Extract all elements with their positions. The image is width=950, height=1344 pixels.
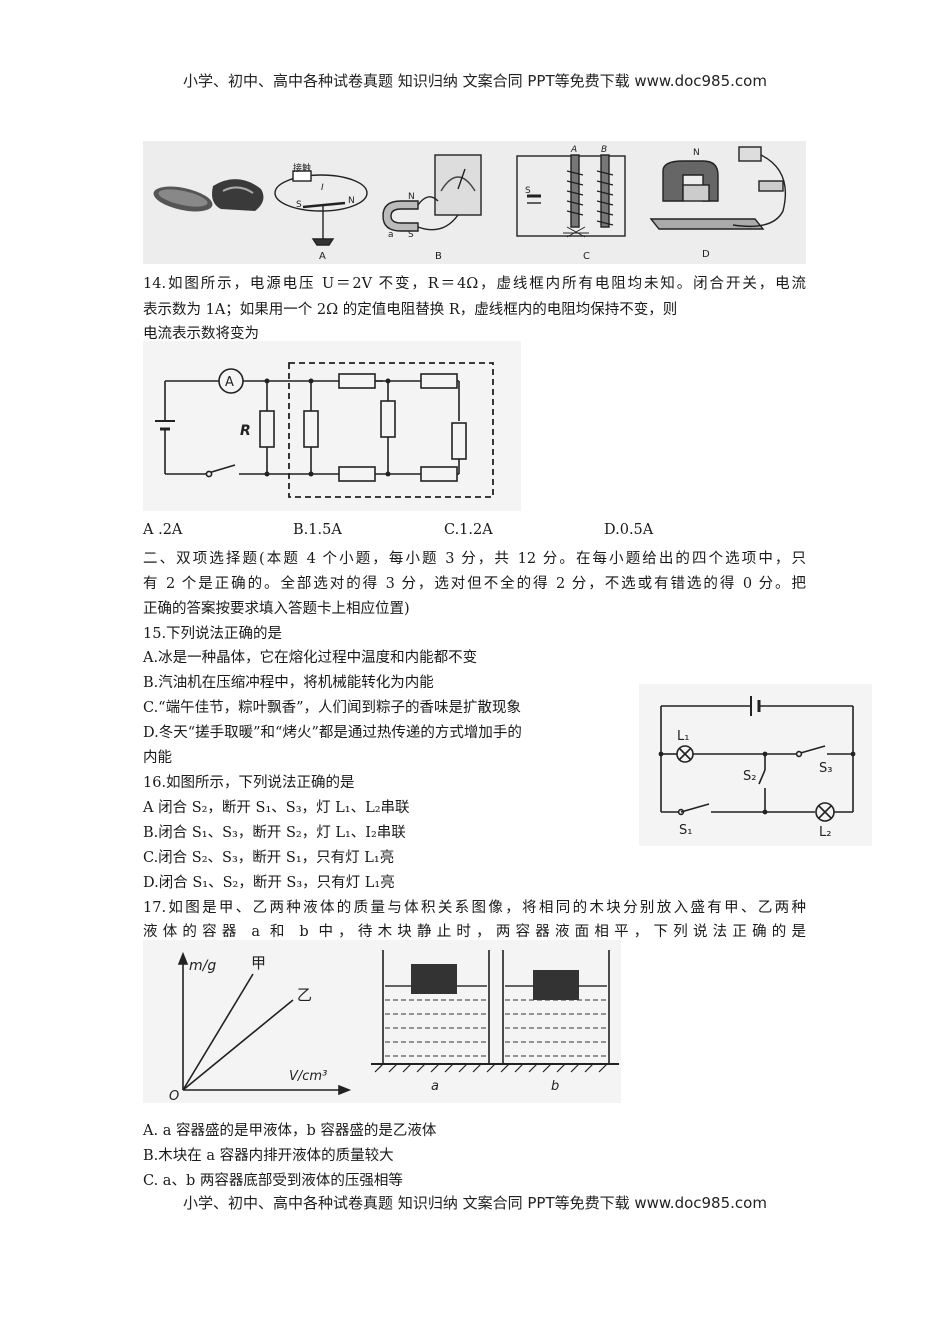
label-d-n: N <box>693 148 700 158</box>
line-jia <box>182 973 254 1091</box>
q17-option-a: A. a 容器盛的是甲液体，b 容器盛的是乙液体 <box>143 1123 437 1139</box>
section2-line-2: 有 2 个是正确的。全部选对的得 3 分，选对但不全的得 2 分，不选或有错选的… <box>143 576 806 592</box>
label-l1: L₁ <box>677 729 689 744</box>
wood-block-b <box>533 970 579 1000</box>
q14-option-a: A .2A <box>143 522 183 538</box>
compass-experiment-icon <box>274 170 368 246</box>
q17-figure: m/g V/cm³ O 甲 乙 a b <box>143 940 621 1104</box>
q14-stem-line-1: 14.如图所示，电源电压 U＝2V 不变，R＝4Ω，虚线框内所有电阻均未知。闭合… <box>143 276 806 292</box>
label-c-a: A <box>570 145 577 155</box>
figure-label-d: D <box>702 249 710 260</box>
q17-option-c: C. a、b 两容器底部受到液体的压强相等 <box>143 1173 403 1189</box>
line-label-yi: 乙 <box>297 986 312 1004</box>
label-c-s: S <box>525 186 531 196</box>
q16-stem: 16.如图所示，下列说法正确的是 <box>143 775 355 791</box>
line-label-jia: 甲 <box>251 954 266 972</box>
label-contact: 接触 <box>293 162 311 174</box>
q15-option-c: C.“端午佳节，粽叶飘香”，人们闻到粽子的香味是扩散现象 <box>143 700 522 716</box>
figure-label-c: C <box>583 251 590 262</box>
q13-figure: 接触 I S N A N a S B A B S <box>143 141 806 264</box>
q14-stem-line-3: 电流表示数将变为 <box>143 326 259 342</box>
label-s2: S₂ <box>743 769 756 784</box>
q14-option-b: B.1.5A <box>293 522 342 538</box>
label-current: I <box>321 183 324 193</box>
label-s3: S₃ <box>819 761 832 776</box>
q16-option-a: A 闭合 S₂，断开 S₁、S₃，灯 L₁、L₂串联 <box>143 800 410 816</box>
axis-y-label: m/g <box>189 958 216 974</box>
header-banner: 小学、初中、高中各种试卷真题 知识归纳 文案合同 PPT等免费下载 www.do… <box>183 72 767 90</box>
q16-option-c: C.闭合 S₂、S₃，断开 S₁，只有灯 L₁亮 <box>143 850 395 866</box>
q15-option-d-line-2: 内能 <box>143 750 172 766</box>
label-s-pole: S <box>296 200 302 210</box>
q14-option-d: D.0.5A <box>604 522 654 538</box>
q17-option-b: B.木块在 a 容器内排开液体的质量较大 <box>143 1148 394 1164</box>
container-a-label: a <box>431 1079 439 1094</box>
motor-icon <box>649 146 787 230</box>
label-n-pole: N <box>348 196 355 206</box>
q17-stem-line-1: 17.如图是甲、乙两种液体的质量与体积关系图像，将相同的木块分别放入盛有甲、乙两… <box>143 900 806 916</box>
q15-option-b: B.汽油机在压缩冲程中，将机械能转化为内能 <box>143 675 434 691</box>
origin-label: O <box>169 1089 179 1103</box>
label-s1: S₁ <box>679 823 692 838</box>
shoe-icon <box>153 179 264 212</box>
q14-stem-line-2: 表示数为 1A；如果用一个 2Ω 的定值电阻替换 R，虚线框内的电阻均保持不变，… <box>143 302 678 318</box>
q15-option-d-line-1: D.冬天“搓手取暖”和“烤火”都是通过热传递的方式增加手的 <box>143 725 522 741</box>
electromagnet-icon <box>516 154 626 238</box>
resistor-r-label: R <box>240 423 251 439</box>
section2-line-3: 正确的答案按要求填入答题卡上相应位置) <box>143 601 410 617</box>
q16-option-d: D.闭合 S₁、S₂，断开 S₃，只有灯 L₁亮 <box>143 875 395 891</box>
q15-option-a: A.冰是一种晶体，它在熔化过程中温度和内能都不变 <box>143 650 478 666</box>
axis-x-label: V/cm³ <box>289 1069 327 1084</box>
line-yi <box>182 999 294 1091</box>
label-b-s: S <box>408 230 414 240</box>
footer-banner: 小学、初中、高中各种试卷真题 知识归纳 文案合同 PPT等免费下载 www.do… <box>183 1194 767 1212</box>
q16-circuit-figure: L₁ L₂ S₁ S₂ S₃ <box>639 684 872 846</box>
q13-figure-drawing: 接触 I S N A N a S B A B S <box>153 145 787 262</box>
label-c-b: B <box>601 145 607 155</box>
label-b-n: N <box>408 192 415 202</box>
ammeter-label: A <box>225 375 234 390</box>
label-l2: L₂ <box>819 825 831 840</box>
q17-figure-drawing: m/g V/cm³ O 甲 乙 a b <box>169 950 619 1104</box>
wood-block-a <box>411 964 457 994</box>
galvanometer-icon <box>382 154 482 232</box>
label-b-a: a <box>388 230 394 240</box>
q14-option-c: C.1.2A <box>444 522 493 538</box>
section2-line-1: 二、双项选择题(本题 4 个小题，每小题 3 分，共 12 分。在每小题给出的四… <box>143 551 806 567</box>
figure-label-b: B <box>435 251 442 262</box>
q14-circuit-figure: A R <box>143 341 521 511</box>
q14-circuit-drawing: A R <box>155 362 494 498</box>
figure-label-a: A <box>319 251 326 262</box>
q17-stem-line-2: 液体的容器 a 和 b 中，待木块静止时，两容器液面相平，下列说法正确的是 <box>143 924 806 940</box>
q15-stem: 15.下列说法正确的是 <box>143 626 283 642</box>
q16-circuit-drawing: L₁ L₂ S₁ S₂ S₃ <box>658 696 856 840</box>
q16-option-b: B.闭合 S₁、S₃，断开 S₂，灯 L₁、I₂串联 <box>143 825 406 841</box>
container-b-label: b <box>551 1079 559 1094</box>
